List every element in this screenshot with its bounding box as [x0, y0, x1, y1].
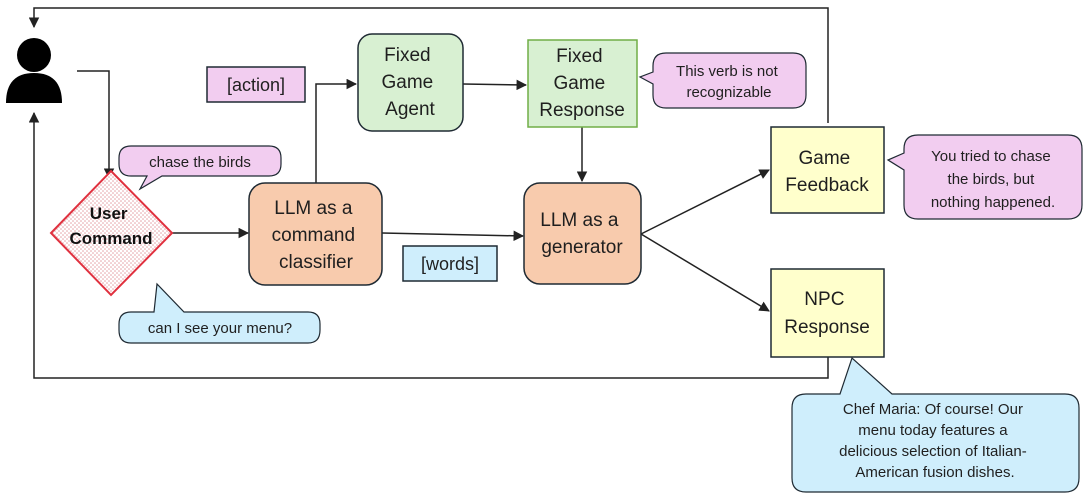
action-label: [action]	[227, 75, 285, 95]
fixed-game-agent-label: Fixed Game Agent	[381, 45, 438, 120]
bubble-tried-chase: You tried to chase the birds, but nothin…	[886, 134, 1083, 220]
llm-generator-label: LLM as a generator	[540, 210, 623, 258]
words-label-box: [words]	[402, 245, 498, 282]
fixed-game-agent-node: Fixed Game Agent	[357, 33, 464, 132]
loop-arrow-top	[28, 7, 829, 123]
bubble-chef-maria: Chef Maria: Of course! Our menu today fe…	[791, 356, 1080, 493]
bubble-not-recognizable-text: This verb is not recognizable	[676, 63, 782, 101]
arrow-classifier-to-agent	[315, 78, 358, 183]
bubble-tried-chase-text: You tried to chase the birds, but nothin…	[931, 148, 1055, 211]
arrow-generator-to-feedback	[640, 169, 770, 235]
arrow-agent-to-response	[462, 79, 528, 91]
game-feedback-node: Game Feedback	[770, 126, 885, 214]
person-icon	[6, 38, 62, 103]
bubble-chase-birds: chase the birds	[118, 145, 282, 191]
fixed-game-response-label: Fixed Game Response	[539, 46, 625, 121]
arrow-user-to-command	[77, 70, 115, 180]
bubble-menu-question: can I see your menu?	[118, 282, 321, 344]
arrow-generator-to-npc	[640, 233, 770, 312]
user-command-node: User Command	[49, 169, 174, 297]
bubble-menu-question-text: can I see your menu?	[148, 320, 292, 337]
bubble-chef-maria-text: Chef Maria: Of course! Our menu today fe…	[839, 401, 1031, 481]
npc-response-node: NPC Response	[770, 268, 885, 358]
bubble-not-recognizable: This verb is not recognizable	[638, 52, 807, 109]
bubble-chase-birds-text: chase the birds	[149, 154, 251, 171]
words-label: [words]	[421, 254, 479, 274]
user-command-label: User Command	[69, 204, 152, 248]
llm-generator-node: LLM as a generator	[523, 182, 642, 285]
action-label-box: [action]	[206, 66, 306, 103]
game-feedback-label: Game Feedback	[785, 148, 869, 196]
llm-classifier-node: LLM as a command classifier	[248, 182, 383, 286]
npc-response-label: NPC Response	[784, 289, 870, 338]
fixed-game-response-node: Fixed Game Response	[527, 39, 638, 128]
llm-classifier-label: LLM as a command classifier	[272, 198, 361, 273]
arrow-classifier-to-generator	[381, 230, 525, 242]
